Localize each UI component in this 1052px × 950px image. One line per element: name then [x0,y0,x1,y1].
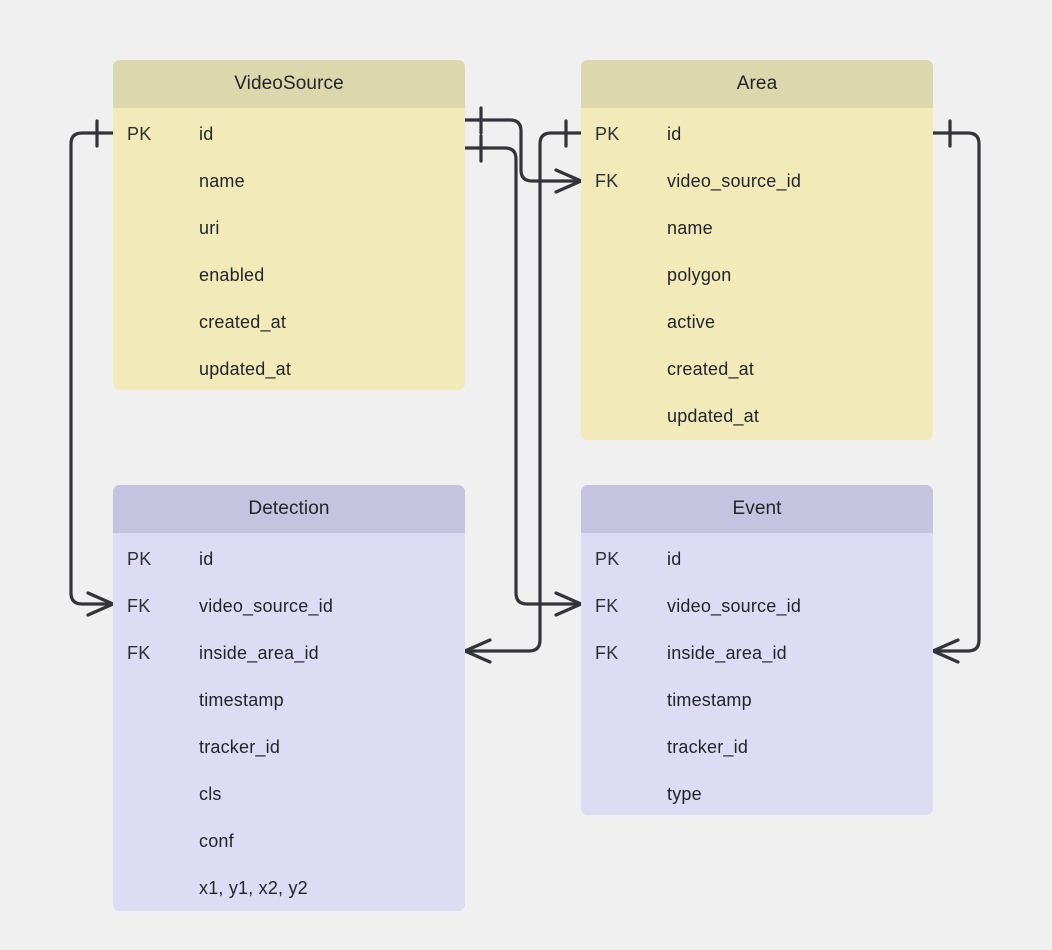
attribute-name: id [667,124,682,144]
attribute-key-badge: PK [595,124,620,144]
attribute-name: name [199,171,245,191]
attribute-row[interactable]: FK inside_area_id [581,630,933,677]
attribute-key-badge: FK [595,596,619,616]
attribute-key-badge: PK [127,124,152,144]
attribute-name: x1, y1, x2, y2 [199,878,308,898]
entity-title-event: Event [581,485,933,533]
entity-title-detection: Detection [113,485,465,533]
attribute-name: id [199,124,214,144]
attribute-name: updated_at [667,406,760,426]
attribute-row[interactable]: enabled [113,252,465,299]
attribute-name: created_at [199,312,287,332]
attribute-row[interactable]: FK video_source_id [581,583,933,630]
attribute-key-badge: PK [127,549,152,569]
attribute-row[interactable]: FK video_source_id [113,583,465,630]
attribute-name: created_at [667,359,755,379]
attribute-key-badge: FK [127,643,151,663]
relationship-videosource-event [463,134,583,617]
attribute-name: name [667,218,713,238]
entity-title-area: Area [581,60,933,108]
relationship-videosource-detection [69,119,115,617]
attribute-name: active [667,312,716,332]
relationship-area-detection [463,119,583,664]
attribute-row[interactable]: PK id [113,536,465,583]
attribute-row[interactable]: created_at [113,299,465,346]
attribute-row[interactable]: PK id [113,111,465,158]
attribute-key-badge: FK [595,171,619,191]
attribute-name: cls [199,784,222,804]
attribute-name: updated_at [199,359,292,379]
attribute-name: timestamp [667,690,752,710]
attribute-row[interactable]: timestamp [581,677,933,724]
attribute-name: timestamp [199,690,284,710]
attribute-name: video_source_id [667,596,802,616]
attribute-row[interactable]: tracker_id [581,724,933,771]
attribute-row[interactable]: name [113,158,465,205]
attribute-row[interactable]: created_at [581,346,933,393]
attribute-name: tracker_id [199,737,281,757]
attribute-row[interactable]: PK id [581,536,933,583]
attribute-name: id [199,549,214,569]
attribute-row[interactable]: FK inside_area_id [113,630,465,677]
attribute-name: polygon [667,265,732,285]
attribute-row[interactable]: updated_at [113,346,465,390]
attribute-name: id [667,549,682,569]
attribute-name: video_source_id [667,171,802,191]
attribute-name: type [667,784,702,804]
relationship-videosource-area [463,106,583,194]
attribute-name: enabled [199,265,265,285]
attribute-row[interactable]: timestamp [113,677,465,724]
attribute-name: video_source_id [199,596,334,616]
attribute-row[interactable]: active [581,299,933,346]
attribute-key-badge: FK [127,596,151,616]
attribute-row[interactable]: name [581,205,933,252]
attribute-name: tracker_id [667,737,749,757]
attribute-row[interactable]: polygon [581,252,933,299]
attribute-key-badge: FK [595,643,619,663]
attribute-key-badge: PK [595,549,620,569]
attribute-row[interactable]: x1, y1, x2, y2 [113,865,465,911]
entity-attributes-video_source: PK id name uri enabled created_at updated_at [113,108,465,390]
attribute-row[interactable]: type [581,771,933,815]
attribute-name: inside_area_id [667,643,787,663]
attribute-row[interactable]: PK id [581,111,933,158]
attribute-row[interactable]: conf [113,818,465,865]
entity-title-video_source: VideoSource [113,60,465,108]
attribute-name: uri [199,218,220,238]
attribute-name: inside_area_id [199,643,319,663]
attribute-name: conf [199,831,234,851]
attribute-row[interactable]: uri [113,205,465,252]
attribute-row[interactable]: updated_at [581,393,933,440]
relationship-area-event [931,119,981,664]
attribute-row[interactable]: cls [113,771,465,818]
attribute-row[interactable]: tracker_id [113,724,465,771]
attribute-row[interactable]: FK video_source_id [581,158,933,205]
